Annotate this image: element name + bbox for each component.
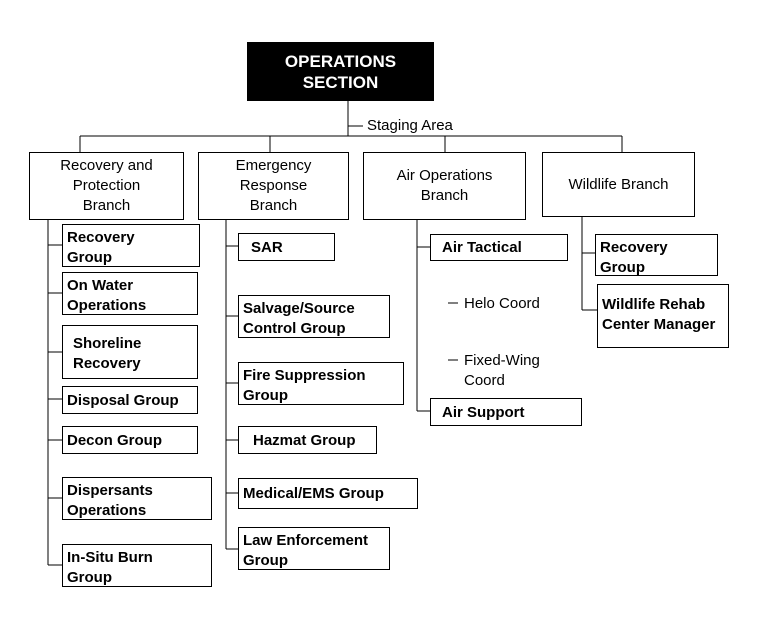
unit-line: Air Tactical (442, 239, 522, 256)
unit-line: Group (600, 259, 645, 276)
decon-group-box: Decon Group (62, 426, 198, 454)
unit-line: Center Manager (602, 316, 716, 333)
unit-line: Operations (67, 502, 147, 519)
branch-line: Wildlife Branch (568, 175, 669, 193)
shoreline-recovery-box: Shoreline Recovery (62, 325, 198, 379)
on-water-operations-box: On Water Operations (62, 272, 198, 315)
unit-line: Decon Group (67, 432, 163, 449)
unit-line: Group (67, 569, 112, 586)
unit-line: Disposal Group (67, 392, 179, 409)
unit-line: Recovery (67, 229, 135, 246)
unit-line: Group (243, 387, 288, 404)
unit-line: Group (67, 249, 112, 266)
operations-section-box: OPERATIONS SECTION (247, 42, 434, 101)
unit-line: Recovery (600, 239, 668, 256)
air-support-box: Air Support (430, 398, 582, 426)
sar-box: SAR (238, 233, 335, 261)
unit-line: In-Situ Burn (67, 549, 153, 566)
unit-line: Hazmat Group (253, 432, 356, 449)
fixed-wing-coord-label-line2: Coord (464, 372, 505, 389)
unit-line: Air Support (442, 404, 525, 421)
dispersants-operations-box: Dispersants Operations (62, 477, 212, 520)
helo-coord-label: Helo Coord (464, 295, 540, 312)
unit-line: Dispersants (67, 482, 153, 499)
branch-line: Protection (72, 177, 141, 194)
branch-line: Branch (249, 197, 298, 214)
air-tactical-box: Air Tactical (430, 234, 568, 261)
unit-line: Operations (67, 297, 147, 314)
air-operations-branch: Air Operations Branch (363, 152, 526, 220)
unit-line: Shoreline (73, 335, 142, 352)
medical-ems-group-box: Medical/EMS Group (238, 478, 418, 509)
staging-area-label: Staging Area (367, 117, 453, 134)
unit-line: SAR (251, 239, 283, 256)
law-enforcement-group-box: Law Enforcement Group (238, 527, 390, 570)
unit-line: On Water (67, 277, 134, 294)
unit-line: Wildlife Rehab (602, 296, 706, 313)
branch-line: Branch (420, 187, 469, 204)
wildlife-branch: Wildlife Branch (542, 152, 695, 217)
branch-line: Air Operations (396, 167, 493, 184)
fixed-wing-coord-label-line1: Fixed-Wing (464, 352, 540, 369)
wildlife-recovery-group-box: Recovery Group (595, 234, 718, 276)
unit-line: Fire Suppression (243, 367, 366, 384)
unit-line: Medical/EMS Group (243, 485, 384, 502)
in-situ-burn-group-box: In-Situ Burn Group (62, 544, 212, 587)
operations-section-line1: OPERATIONS (284, 51, 397, 71)
branch-line: Branch (82, 197, 131, 214)
branch-line: Emergency (235, 157, 312, 174)
unit-line: Law Enforcement (243, 532, 369, 549)
unit-line: Group (243, 552, 288, 569)
fire-suppression-group-box: Fire Suppression Group (238, 362, 404, 405)
recovery-group-box: Recovery Group (62, 224, 200, 267)
unit-line: Recovery (73, 355, 141, 372)
branch-line: Response (239, 177, 308, 194)
emergency-response-branch: Emergency Response Branch (198, 152, 349, 220)
salvage-source-control-group-box: Salvage/Source Control Group (238, 295, 390, 338)
unit-line: Salvage/Source (243, 300, 355, 317)
unit-line: Control Group (243, 320, 346, 337)
recovery-protection-branch: Recovery and Protection Branch (29, 152, 184, 220)
hazmat-group-box: Hazmat Group (238, 426, 377, 454)
disposal-group-box: Disposal Group (62, 386, 198, 414)
wildlife-rehab-center-manager-box: Wildlife Rehab Center Manager (597, 284, 729, 348)
branch-line: Recovery and (60, 157, 153, 174)
operations-section-line2: SECTION (302, 72, 379, 92)
